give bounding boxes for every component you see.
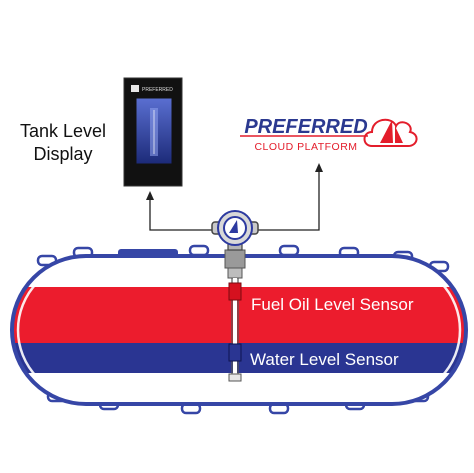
fuel-sensor-label: Fuel Oil Level Sensor xyxy=(251,295,414,314)
cloud-logo-subtitle: CLOUD PLATFORM xyxy=(254,141,357,153)
fuel-tank xyxy=(10,244,468,415)
water-sensor-float-icon xyxy=(228,343,242,362)
cloud-sailboat-icon xyxy=(363,118,418,147)
display-unit-icon: PREFERRED xyxy=(123,77,183,187)
display-label-line2: Display xyxy=(33,144,92,164)
cloud-logo-name: PREFERRED xyxy=(244,116,367,138)
water-sensor-label: Water Level Sensor xyxy=(250,350,399,369)
sensor-probe xyxy=(224,249,246,382)
fuel-sensor-float-icon xyxy=(228,282,242,301)
arrow-to-display-icon xyxy=(146,191,154,200)
cloud-platform-logo: PREFERRED CLOUD PLATFORM xyxy=(240,116,418,153)
transmitter-icon xyxy=(211,210,259,251)
display-label-line1: Tank Level xyxy=(20,121,106,141)
connection-arrows xyxy=(149,171,320,231)
display-brand-text: PREFERRED xyxy=(142,87,173,93)
arrow-to-cloud-icon xyxy=(315,163,323,172)
